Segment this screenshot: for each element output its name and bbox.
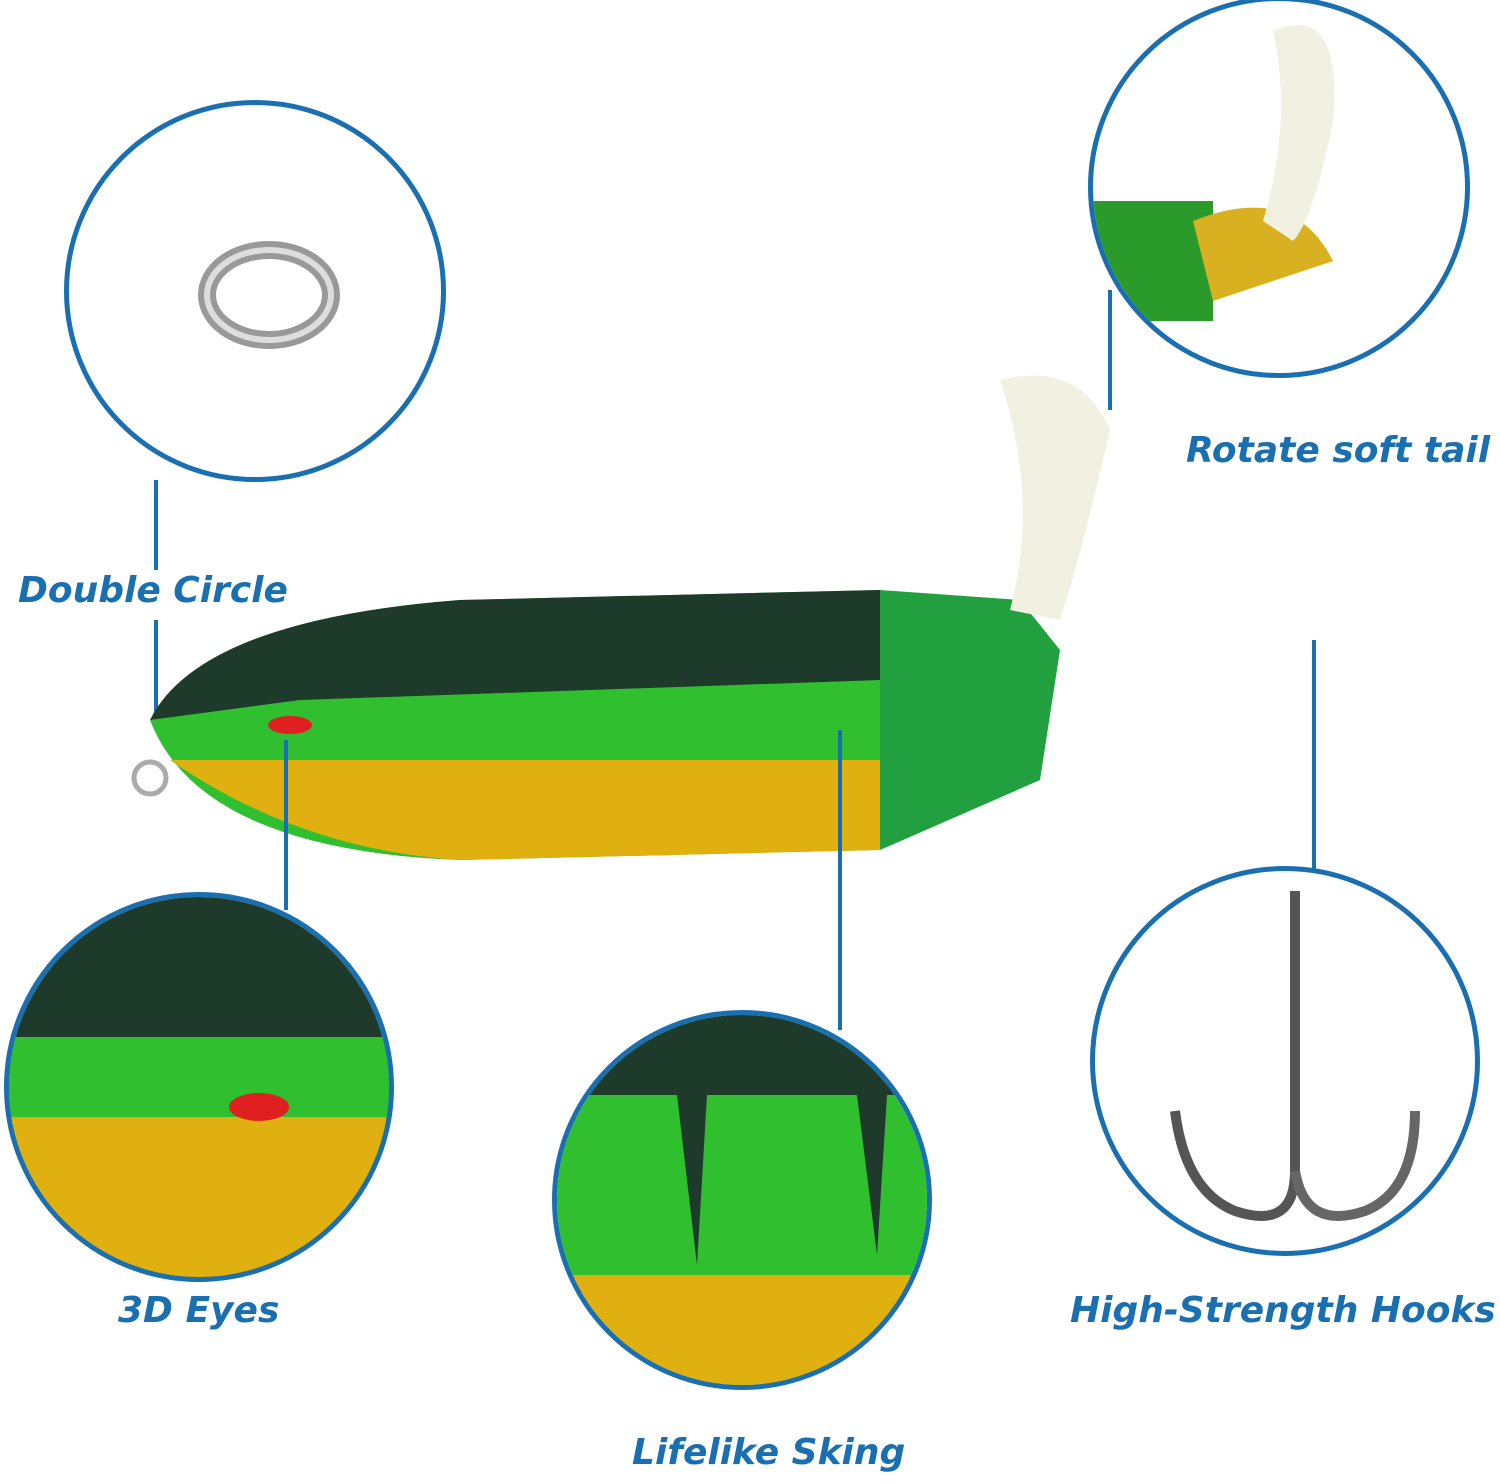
connector-line <box>154 620 158 720</box>
connector-line <box>1108 290 1112 410</box>
connector-line <box>154 480 158 570</box>
fishing-lure-image <box>131 375 1110 860</box>
skin-closeup-icon <box>557 1015 927 1385</box>
3d-eyes-label: 3D Eyes <box>118 1290 280 1331</box>
treble-hook-icon <box>1170 891 1420 1221</box>
hook-detail-circle <box>1090 866 1480 1256</box>
lifelike-sking-label: Lifelike Sking <box>632 1432 906 1473</box>
skin-detail-circle <box>552 1010 932 1390</box>
rotate-soft-tail-label: Rotate soft tail <box>1186 430 1491 471</box>
eye-detail-circle <box>4 892 394 1282</box>
connector-line <box>838 730 842 1030</box>
soft-tail-icon <box>1093 25 1335 321</box>
high-strength-hooks-label: High-Strength Hooks <box>1070 1290 1496 1331</box>
double-circle-label: Double Circle <box>18 570 288 611</box>
connector-line <box>284 740 288 910</box>
split-ring-icon <box>198 241 340 349</box>
connector-line <box>1312 640 1316 880</box>
eye-closeup-icon <box>9 897 389 1277</box>
split-ring-detail-circle <box>64 100 446 482</box>
soft-tail-detail-circle <box>1088 0 1470 378</box>
